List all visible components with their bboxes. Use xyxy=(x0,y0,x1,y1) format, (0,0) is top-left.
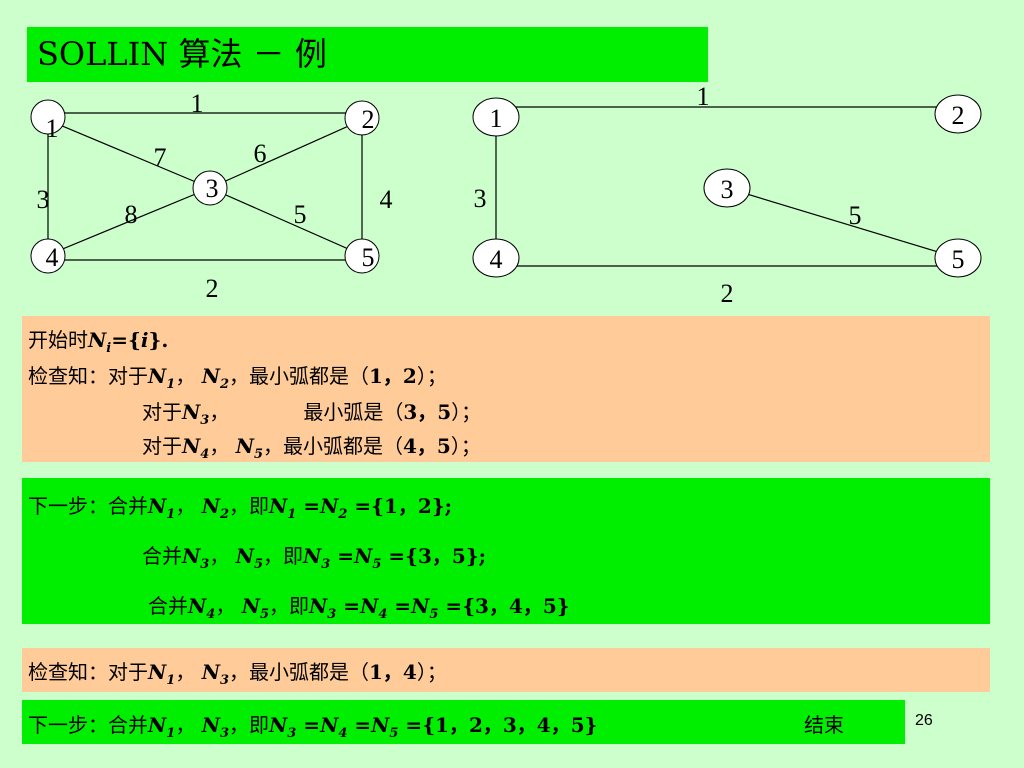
left-weight-1-2: 1 xyxy=(191,89,204,118)
box2-line3: 合并N4， N5，即N3 =N4 =N5 ={3，4，5} xyxy=(148,594,570,622)
right-node-1 xyxy=(472,97,520,137)
right-node-4 xyxy=(472,238,520,278)
box1-line3: 对于N3，最小弧是（3，5）； xyxy=(142,400,482,428)
left-node-label: 5 xyxy=(362,243,375,272)
box1-line1: 开始时Ni={i}. xyxy=(28,328,169,356)
left-edge-3-4 xyxy=(47,187,211,256)
box2-line1: 下一步：合并N1， N2，即N1 =N2 ={1，2}; xyxy=(28,494,453,522)
left-graph xyxy=(47,112,363,261)
box1-line2: 检查知：对于N1， N2，最小弧都是（1，2）； xyxy=(28,364,447,392)
left-weight-3-5: 5 xyxy=(294,200,307,229)
left-weight-2-5: 4 xyxy=(380,185,393,214)
final-step-box: 下一步：合并N1， N3，即N3 =N4 =N5 ={1，2，3，4，5} 结束 xyxy=(22,700,905,744)
right-weight-3-5: 5 xyxy=(849,201,862,230)
left-weight-3-4: 8 xyxy=(125,200,138,229)
right-weight-4-5: 2 xyxy=(721,279,734,308)
left-nodes xyxy=(30,99,380,274)
initial-check-box: 开始时Ni={i}. 检查知：对于N1， N2，最小弧都是（1，2）； 对于N3… xyxy=(22,316,990,462)
left-weight-1-3: 7 xyxy=(154,143,167,172)
right-edge-3-5 xyxy=(726,187,959,259)
left-node-label: 4 xyxy=(46,243,59,272)
left-edge-1-3 xyxy=(47,119,211,189)
right-graph xyxy=(495,106,959,267)
right-node-2 xyxy=(934,94,982,134)
left-weight-4-5: 2 xyxy=(206,274,219,303)
left-weight-1-4: 3 xyxy=(37,185,50,214)
page-number: 26 xyxy=(915,712,933,729)
right-nodes xyxy=(472,94,982,278)
right-node-3 xyxy=(703,168,751,208)
left-node-3 xyxy=(192,170,228,206)
box1-line4: 对于N4， N5，最小弧都是（4，5）； xyxy=(142,434,481,462)
second-check-box: 检查知：对于N1， N3，最小弧都是（1，4）； xyxy=(22,648,990,692)
left-node-label: 1 xyxy=(46,114,59,143)
left-node-label: 2 xyxy=(362,105,375,134)
graph-diagrams: 1 2 3 4 5 1 7 6 3 4 8 5 2 1 2 3 4 5 1 3 … xyxy=(30,82,982,308)
left-node-5 xyxy=(344,238,380,274)
right-node-label: 5 xyxy=(952,245,965,274)
left-edge-2-3 xyxy=(209,119,363,189)
right-weight-1-4: 3 xyxy=(474,184,487,213)
right-node-label: 4 xyxy=(490,245,503,274)
box2-line2: 合并N3， N5，即N3 =N5 ={3，5}; xyxy=(142,544,487,572)
right-node-5 xyxy=(934,238,982,278)
right-node-label: 2 xyxy=(952,101,965,130)
box3-line: 检查知：对于N1， N3，最小弧都是（1，4）； xyxy=(28,660,447,688)
right-node-label: 1 xyxy=(490,104,503,133)
merge-step-box: 下一步：合并N1， N2，即N1 =N2 ={1，2}; 合并N3， N5，即N… xyxy=(22,478,990,624)
box4-line: 下一步：合并N1， N3，即N3 =N4 =N5 ={1，2，3，4，5} xyxy=(28,713,598,741)
left-node-1 xyxy=(30,99,66,135)
left-node-4 xyxy=(30,238,66,274)
left-edge-3-5 xyxy=(209,187,363,256)
end-label: 结束 xyxy=(804,713,844,737)
left-node-2 xyxy=(344,100,380,136)
left-node-label: 3 xyxy=(206,174,219,203)
right-weight-1-2: 1 xyxy=(697,82,710,111)
slide-title: SOLLIN 算法 － 例 xyxy=(27,27,708,82)
left-weight-2-3: 6 xyxy=(254,139,267,168)
right-node-label: 3 xyxy=(721,175,734,204)
